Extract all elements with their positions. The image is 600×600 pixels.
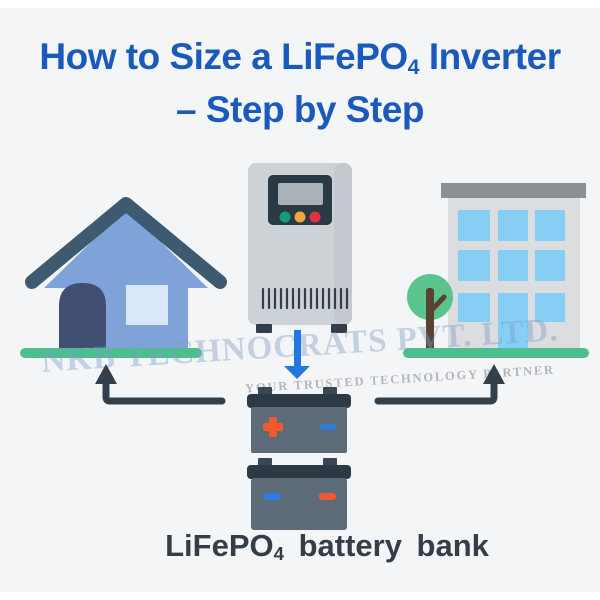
battery-bottom-body <box>251 478 347 530</box>
down-arrow-head <box>284 366 310 379</box>
top-frame-strip <box>0 0 600 8</box>
page-title: How to Size a LiFePO4 Inverter – Step by… <box>0 33 600 133</box>
battery-label-suffix: battery bank <box>283 528 489 563</box>
battery-bottom-terminals <box>258 458 337 467</box>
building-door <box>498 293 528 350</box>
house-gable <box>44 208 208 288</box>
indicator-light-red <box>309 211 321 223</box>
house-door <box>59 283 106 352</box>
title-line1-suffix: Inverter <box>419 36 561 77</box>
inverter-vents <box>261 287 349 310</box>
indicator-light-amber <box>294 211 306 223</box>
elbow-arrow-left-line <box>102 378 226 405</box>
title-line-1: How to Size a LiFePO4 Inverter <box>0 33 600 86</box>
house-icon <box>25 197 227 352</box>
plus-terminal-icon <box>263 417 283 437</box>
tree-trunk <box>426 288 434 355</box>
minus-terminal-icon <box>320 424 336 430</box>
building-icon <box>407 183 586 355</box>
elbow-arrow-right-line <box>374 378 498 405</box>
battery-bottom <box>247 458 351 530</box>
minus-terminal-orange-icon <box>319 493 336 500</box>
inverter-display-screen <box>278 183 323 205</box>
battery-top-cap <box>247 394 351 408</box>
battery-bank-icon <box>247 387 351 530</box>
elbow-arrow-right-head <box>483 364 505 384</box>
battery-bank-label: LiFePO4 battery bank <box>54 528 600 564</box>
title-line-2: – Step by Step <box>176 89 424 130</box>
minus-terminal-blue-icon <box>264 493 281 500</box>
inverter-body-shade <box>334 163 352 325</box>
bottom-frame-strip <box>0 592 600 600</box>
battery-bottom-cap <box>247 465 351 479</box>
battery-label-text: LiFePO <box>165 528 274 563</box>
inverter-feet <box>256 324 347 333</box>
down-arrow-icon <box>284 330 310 379</box>
elbow-arrow-left-head <box>95 364 117 384</box>
building-windows <box>458 210 565 350</box>
battery-label-subscript-4: 4 <box>273 543 284 565</box>
tree-branch <box>427 294 447 315</box>
inverter-icon <box>248 163 352 333</box>
down-arrow-shaft <box>294 330 301 368</box>
elbow-arrow-up-left-icon <box>95 364 226 405</box>
tree-icon <box>407 274 453 355</box>
elbow-arrow-up-right-icon <box>374 364 505 405</box>
battery-top <box>247 387 351 453</box>
building-roof <box>441 183 586 198</box>
ground-line-right <box>403 348 589 358</box>
indicator-light-green <box>279 211 291 223</box>
title-subscript-4: 4 <box>407 54 420 79</box>
title-line1-text: How to Size a LiFePO <box>39 36 408 77</box>
battery-top-terminals <box>258 387 337 396</box>
ground-line-left <box>20 348 202 358</box>
house-roof <box>25 197 227 289</box>
house-window <box>126 285 168 325</box>
